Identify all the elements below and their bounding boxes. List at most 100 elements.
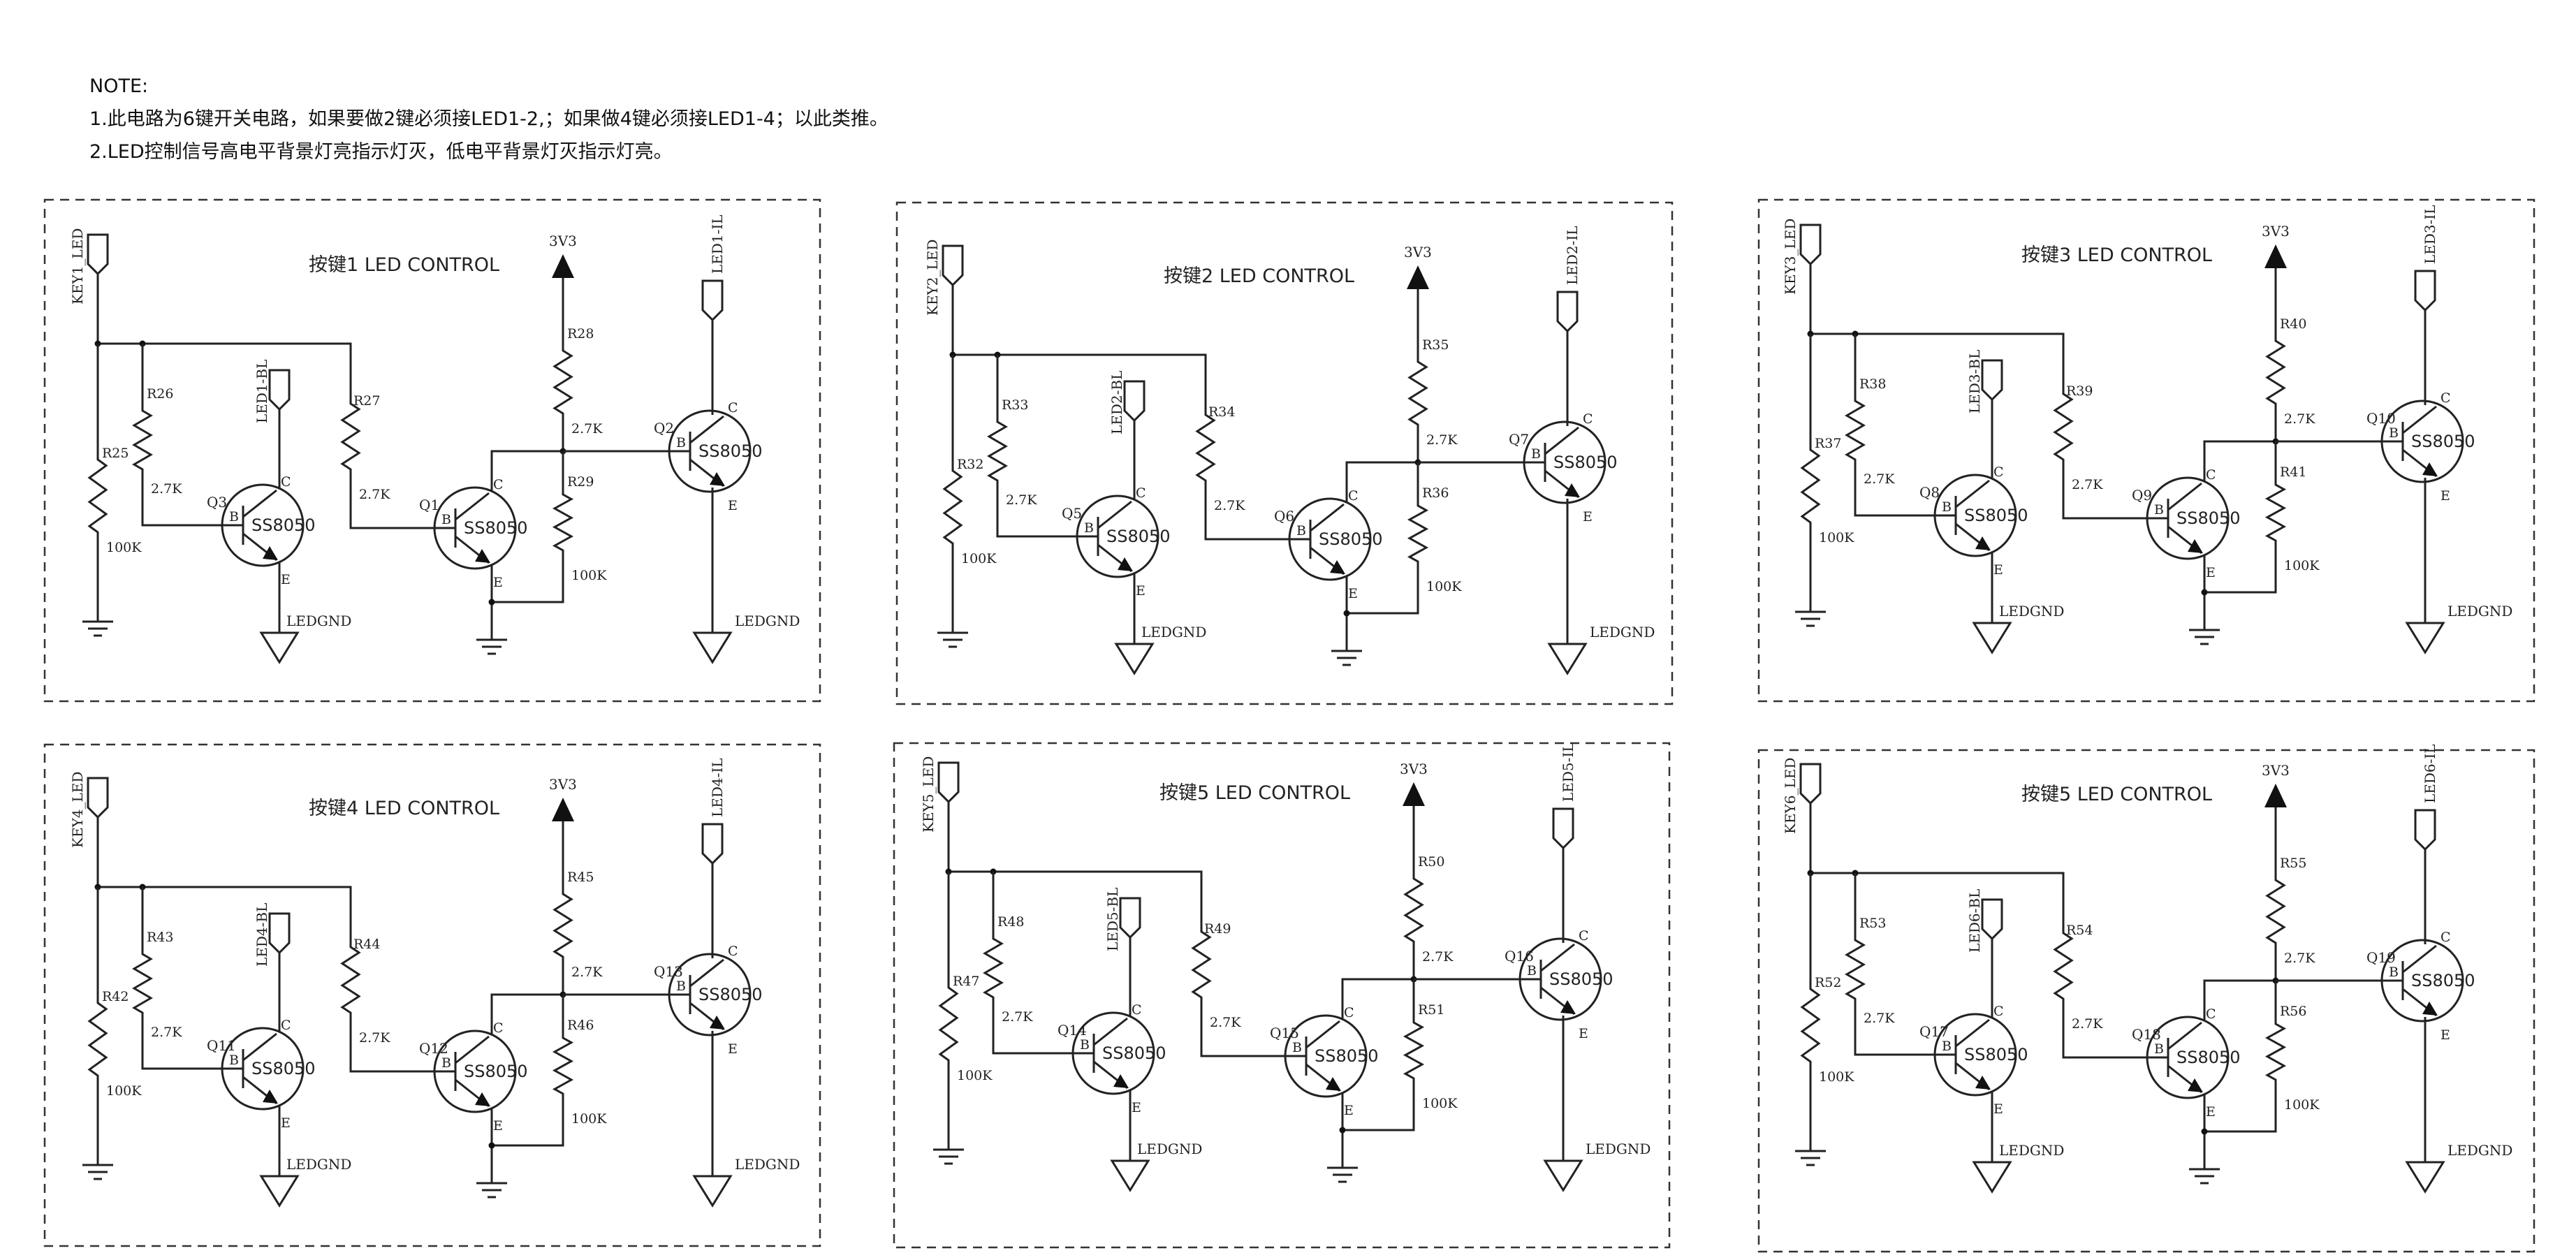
resistor-designator: R38 — [1859, 376, 1886, 392]
resistor-r34 — [1195, 402, 1216, 493]
collector-lead — [689, 958, 724, 988]
transistor-designator: Q6 — [1274, 508, 1294, 525]
transistor-designator: Q5 — [1062, 505, 1082, 522]
pin-b-label: B — [1296, 523, 1306, 538]
resistor-value: 2.7K — [359, 1030, 390, 1046]
block-title: 按键4 LED CONTROL — [309, 798, 499, 819]
resistor-r28 — [552, 338, 573, 426]
resistor-value: 100K — [957, 1068, 993, 1083]
pin-e-label: E — [1132, 1100, 1141, 1115]
transistor-type-label: SS8050 — [1319, 529, 1383, 549]
resistor-r39 — [2053, 381, 2074, 472]
key-input-label: KEY6_LED — [1782, 758, 1799, 834]
collector-lead — [242, 1032, 277, 1062]
pin-c-label: C — [281, 1018, 291, 1033]
resistor-value: 2.7K — [1210, 1015, 1241, 1030]
resistor-r25 — [87, 447, 108, 545]
resistor-value: 100K — [1422, 1096, 1458, 1111]
resistor-r54 — [2053, 921, 2074, 1011]
resistor-value: 2.7K — [2284, 951, 2315, 966]
pin-b-label: B — [2154, 1041, 2164, 1057]
bl-output-label: LED4-BL — [254, 903, 270, 967]
ledgnd-label: LEDGND — [1999, 1142, 2064, 1159]
emitter-arrow — [710, 472, 725, 486]
resistor-value: 100K — [106, 1083, 142, 1099]
transistor-designator: Q13 — [654, 963, 683, 980]
resistor-r44 — [340, 935, 361, 1025]
resistor-value: 100K — [571, 568, 607, 583]
transistor-designator: Q17 — [1919, 1023, 1949, 1040]
collector-lead — [2402, 944, 2437, 974]
ledgnd-symbol — [1972, 622, 2012, 654]
il-output-label: LED3-IL — [2422, 205, 2438, 264]
pin-c-label: C — [1132, 1002, 1142, 1018]
resistor-value: 2.7K — [151, 1025, 182, 1040]
pin-e-label: E — [2206, 1104, 2216, 1120]
resistor-r47 — [938, 975, 959, 1073]
ledgnd-label: LEDGND — [286, 1156, 351, 1173]
transistor-type-label: SS8050 — [2411, 971, 2475, 990]
wire — [953, 353, 1207, 402]
il-output-port — [2414, 809, 2436, 851]
ledgnd-label: LEDGND — [1141, 624, 1206, 640]
resistor-designator: R42 — [102, 989, 129, 1004]
ground-symbol — [937, 631, 968, 648]
resistor-r40 — [2265, 328, 2286, 416]
block-frame — [1757, 749, 2535, 1253]
bl-output-label: LED6-BL — [1966, 889, 1983, 953]
resistor-designator: R40 — [2280, 316, 2306, 332]
junction-dot — [1339, 1127, 1346, 1134]
pin-b-label: B — [2154, 502, 2164, 518]
wire — [2062, 1011, 2147, 1059]
resistor-designator: R45 — [567, 870, 594, 885]
circuit-block-4: 按键4 LED CONTROLKEY4_LEDR42100KR432.7KSS8… — [43, 743, 821, 1247]
pin-c-label: C — [1993, 464, 2004, 480]
block-frame — [1757, 198, 2535, 703]
ledgnd-label: LEDGND — [2447, 603, 2512, 620]
key-input-label: KEY1_LED — [69, 228, 86, 305]
emitter-arrow — [2422, 1002, 2438, 1016]
resistor-value: 100K — [1819, 1069, 1854, 1085]
resistor-designator: R26 — [147, 386, 173, 402]
resistor-r42 — [87, 990, 108, 1088]
pin-c-label: C — [281, 474, 291, 490]
design-notes: NOTE: 1.此电路为6键开关电路，如果要做2键必须接LED1-2,；如果做4… — [89, 70, 888, 168]
wire — [1854, 472, 1935, 517]
resistor-value: 2.7K — [2284, 411, 2315, 427]
il-output-port — [701, 279, 724, 322]
resistor-designator: R37 — [1815, 436, 1841, 451]
transistor-designator: Q7 — [1509, 431, 1529, 448]
resistor-value: 2.7K — [1214, 498, 1245, 513]
ledgnd-label: LEDGND — [2447, 1142, 2512, 1159]
transistor-designator: Q10 — [2366, 410, 2396, 427]
ledgnd-symbol — [1110, 1159, 1150, 1192]
pin-c-label: C — [493, 477, 504, 492]
transistor-type-label: SS8050 — [1315, 1046, 1379, 1066]
transistor-type-label: SS8050 — [464, 518, 528, 538]
block-frame — [893, 742, 1671, 1249]
ground-symbol — [1331, 650, 1362, 666]
pin-e-label: E — [1344, 1103, 1354, 1118]
resistor-r55 — [2265, 867, 2286, 955]
wire — [492, 1106, 564, 1147]
pin-c-label: C — [2206, 467, 2216, 483]
transistor-designator: Q2 — [654, 420, 674, 437]
transistor-designator: Q15 — [1270, 1025, 1299, 1041]
pin-e-label: E — [281, 572, 291, 587]
pin-c-label: C — [493, 1020, 504, 1036]
transistor-designator: Q11 — [207, 1037, 236, 1054]
wire — [1347, 574, 1419, 615]
il-output-label: LED5-IL — [1560, 742, 1576, 802]
resistor-designator: R34 — [1208, 404, 1235, 420]
collector-lead — [2167, 482, 2202, 511]
supply-arrow — [552, 254, 574, 278]
wire — [1341, 978, 1414, 1020]
